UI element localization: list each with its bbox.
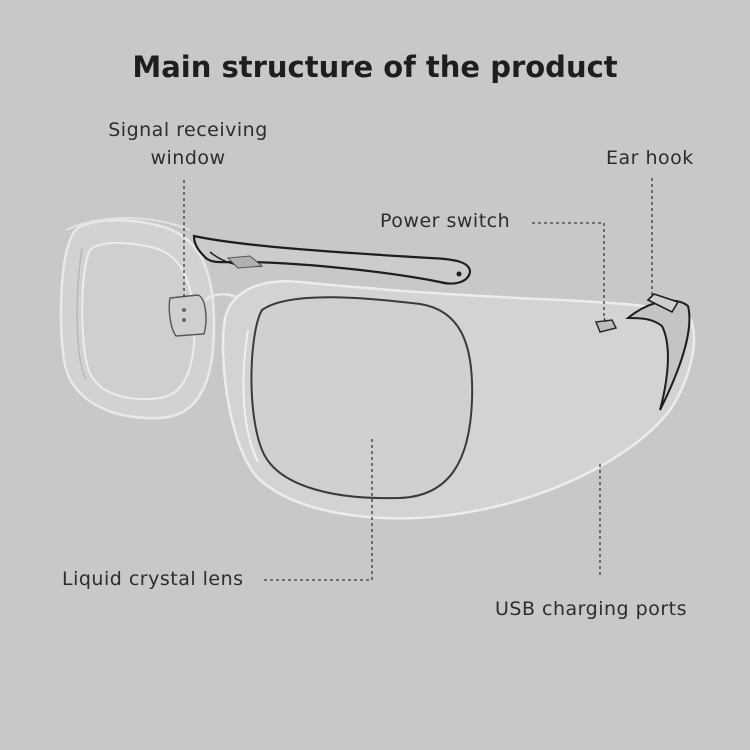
leader-power-switch: [532, 222, 605, 318]
leader-lcd-lens: [264, 438, 373, 581]
left-lens: [81, 242, 196, 401]
label-power-switch: Power switch: [380, 210, 511, 232]
page-title: Main structure of the product: [132, 50, 618, 84]
right-lens: [250, 296, 474, 500]
power-switch-shape: [594, 319, 618, 333]
signal-window-shape: [168, 294, 207, 337]
temple-arm: [192, 234, 472, 285]
leader-lines: [183, 178, 653, 581]
label-liquid-crystal-lens: Liquid crystal lens: [62, 568, 244, 590]
label-ear-hook: Ear hook: [606, 147, 694, 169]
label-signal-receiving-window: Signal receiving window: [108, 119, 268, 169]
label-usb-charging-ports: USB charging ports: [495, 598, 687, 620]
